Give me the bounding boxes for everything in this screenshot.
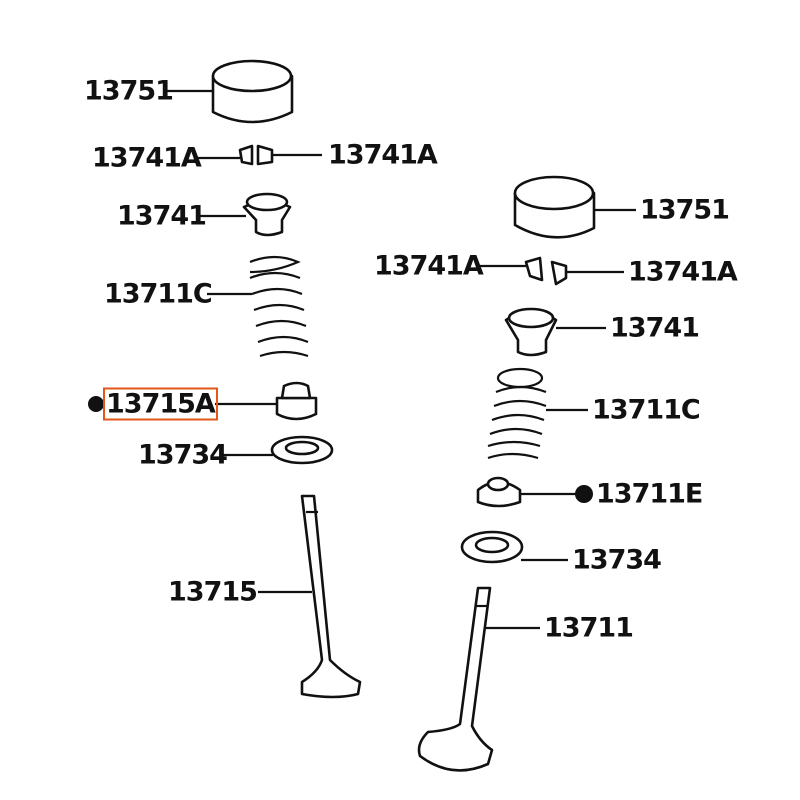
left-seal-dot <box>88 396 104 412</box>
left-keepers <box>238 144 274 166</box>
label-right-keeper-left: 13741A <box>374 250 484 282</box>
label-right-spring: 13711C <box>592 394 701 426</box>
right-retainer <box>504 307 558 357</box>
label-left-keeper-right: 13741A <box>328 139 438 171</box>
left-retainer <box>242 192 292 237</box>
label-right-valve: 13711 <box>544 612 634 644</box>
right-lifter <box>513 175 596 239</box>
label-right-seat: 13734 <box>572 544 662 576</box>
left-valve <box>300 494 362 699</box>
label-left-seat: 13734 <box>138 439 228 471</box>
label-left-valve: 13715 <box>168 576 258 608</box>
left-seal <box>275 381 318 421</box>
label-left-spring: 13711C <box>104 278 213 310</box>
right-valve <box>417 586 494 772</box>
right-spring <box>487 367 547 460</box>
left-seat <box>270 435 334 465</box>
label-left-keeper-left: 13741A <box>92 142 202 174</box>
label-right-keeper-right: 13741A <box>628 256 738 288</box>
label-left-retainer: 13741 <box>117 200 207 232</box>
left-lifter <box>211 59 294 124</box>
label-right-retainer: 13741 <box>610 312 700 344</box>
right-seal-dot <box>575 485 593 503</box>
label-right-seal: 13711E <box>596 478 703 510</box>
right-seat <box>460 530 524 564</box>
left-spring <box>249 255 309 358</box>
label-left-lifter: 13751 <box>84 75 174 107</box>
right-seal <box>476 476 522 508</box>
label-left-seal: 13715A <box>103 387 218 421</box>
label-right-lifter: 13751 <box>640 194 730 226</box>
right-keepers <box>524 256 568 286</box>
